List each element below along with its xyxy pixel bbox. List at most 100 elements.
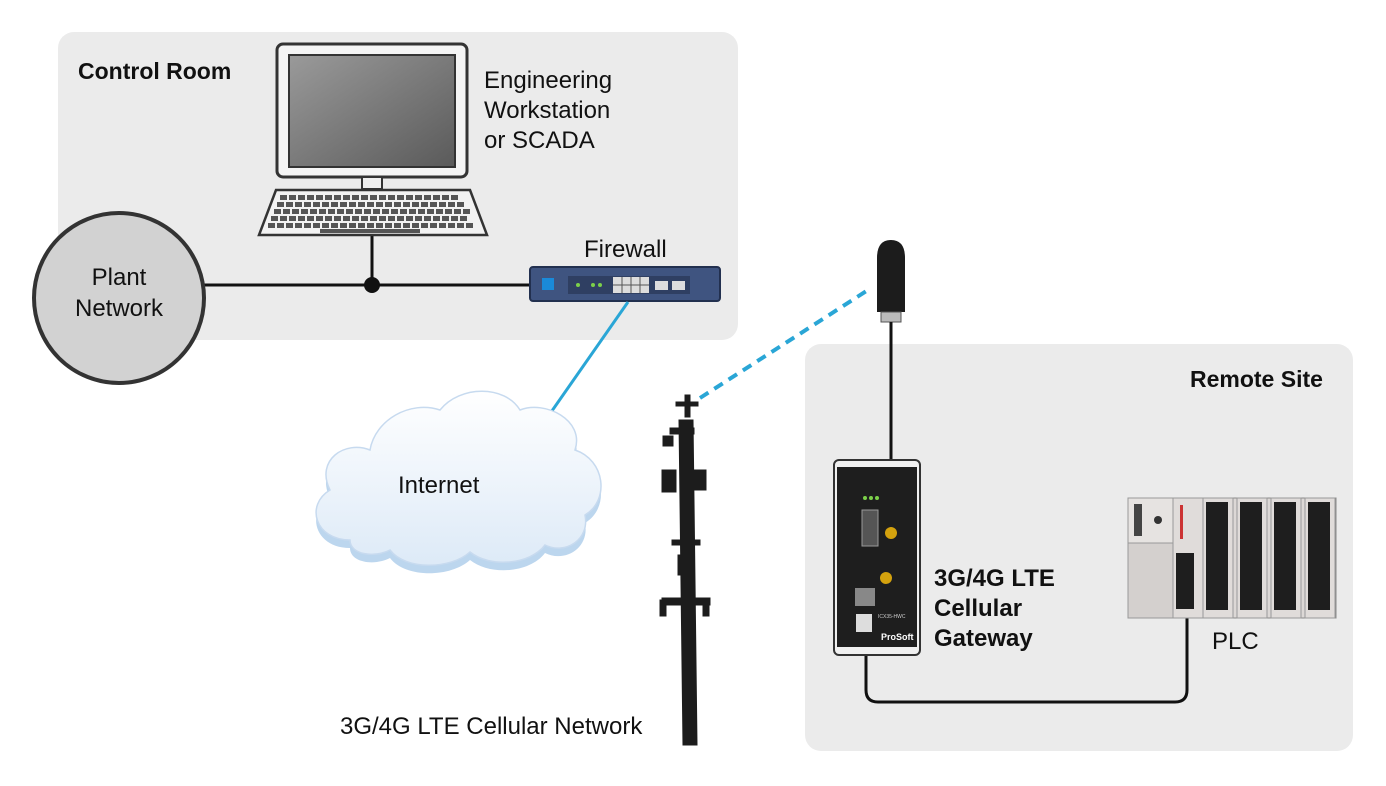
gateway-label-line-2: Cellular — [934, 595, 1023, 622]
keyboard-key — [421, 223, 428, 228]
firewall-device — [529, 266, 721, 302]
keyboard-key — [286, 202, 293, 207]
keyboard-key — [466, 223, 473, 228]
keyboard-key — [313, 202, 320, 207]
keyboard-key — [451, 195, 458, 200]
keyboard-key — [430, 223, 437, 228]
keyboard-key — [445, 209, 452, 214]
keyboard-key — [271, 216, 278, 221]
control-room-title: Control Room — [78, 58, 232, 84]
keyboard-key — [433, 195, 440, 200]
keyboard-key — [415, 216, 422, 221]
internet-cloud — [315, 390, 602, 574]
keyboard-key — [331, 202, 338, 207]
keyboard-key — [289, 216, 296, 221]
workstation-label-line-1: Engineering — [484, 67, 613, 94]
keyboard-key — [346, 209, 353, 214]
workstation-monitor — [275, 42, 469, 190]
keyboard-key — [361, 216, 368, 221]
keyboard-key — [376, 223, 383, 228]
keyboard-key — [322, 223, 329, 228]
internet-link — [538, 301, 630, 429]
keyboard-key — [460, 216, 467, 221]
keyboard-key — [325, 195, 332, 200]
keyboard-key — [334, 216, 341, 221]
remote-site-title: Remote Site — [1190, 366, 1323, 392]
keyboard-key — [268, 223, 275, 228]
keyboard-key — [430, 202, 437, 207]
keyboard-key — [406, 216, 413, 221]
keyboard-key — [322, 202, 329, 207]
gateway-label-line-3: Gateway — [934, 625, 1033, 652]
keyboard-key — [289, 195, 296, 200]
keyboard-key — [328, 209, 335, 214]
keyboard-key — [367, 202, 374, 207]
keyboard-key — [454, 209, 461, 214]
keyboard-key — [277, 223, 284, 228]
keyboard-key — [340, 202, 347, 207]
keyboard-key — [442, 216, 449, 221]
keyboard-key — [295, 202, 302, 207]
keyboard-key — [352, 216, 359, 221]
keyboard-key — [349, 202, 356, 207]
keyboard-key — [349, 223, 356, 228]
keyboard-key — [280, 195, 287, 200]
plant-network-label-line-1: Plant — [91, 264, 147, 291]
keyboard-key — [400, 209, 407, 214]
keyboard-key — [412, 223, 419, 228]
cellular-link — [698, 288, 870, 400]
plc-cable — [864, 612, 1189, 704]
keyboard-key — [301, 209, 308, 214]
plant-network-wire — [200, 235, 540, 293]
keyboard-key — [412, 202, 419, 207]
plant-network-node — [32, 211, 206, 385]
keyboard-key — [382, 209, 389, 214]
keyboard-key — [394, 202, 401, 207]
gateway-label-line-1: 3G/4G LTE — [934, 565, 1055, 592]
keyboard-key — [451, 216, 458, 221]
keyboard-key — [379, 195, 386, 200]
keyboard-key — [304, 202, 311, 207]
keyboard-key — [343, 195, 350, 200]
keyboard-key — [298, 195, 305, 200]
keyboard-key — [364, 209, 371, 214]
workstation-label-line-2: Workstation — [484, 97, 611, 124]
keyboard-key — [292, 209, 299, 214]
keyboard-key — [409, 209, 416, 214]
keyboard-key — [457, 202, 464, 207]
keyboard-key — [355, 209, 362, 214]
keyboard-key — [385, 223, 392, 228]
keyboard-key — [298, 216, 305, 221]
keyboard-key — [415, 195, 422, 200]
keyboard-key — [325, 216, 332, 221]
keyboard-key — [406, 195, 413, 200]
keyboard-key — [448, 202, 455, 207]
keyboard-key — [436, 209, 443, 214]
keyboard-key — [457, 223, 464, 228]
keyboard-key — [313, 223, 320, 228]
firewall-label: Firewall — [584, 236, 667, 263]
keyboard-key — [388, 216, 395, 221]
keyboard-key — [433, 216, 440, 221]
gateway-label: 3G/4G LTE Cellular Gateway — [934, 564, 1055, 654]
keyboard-key — [316, 195, 323, 200]
keyboard-key — [397, 216, 404, 221]
keyboard-key — [337, 209, 344, 214]
workstation-label-line-3: or SCADA — [484, 127, 595, 154]
keyboard-key — [358, 223, 365, 228]
keyboard-key — [334, 195, 341, 200]
keyboard-key — [424, 195, 431, 200]
workstation-keyboard — [257, 188, 489, 237]
keyboard-key — [424, 216, 431, 221]
keyboard-key — [391, 209, 398, 214]
keyboard-key — [286, 223, 293, 228]
keyboard-key — [427, 209, 434, 214]
keyboard-key — [418, 209, 425, 214]
keyboard-spacebar — [320, 229, 420, 233]
keyboard-key — [397, 195, 404, 200]
keyboard-key — [388, 195, 395, 200]
plant-network-label: Plant Network — [34, 262, 204, 324]
cellular-network-label: 3G/4G LTE Cellular Network — [340, 713, 643, 740]
keyboard-key — [403, 202, 410, 207]
